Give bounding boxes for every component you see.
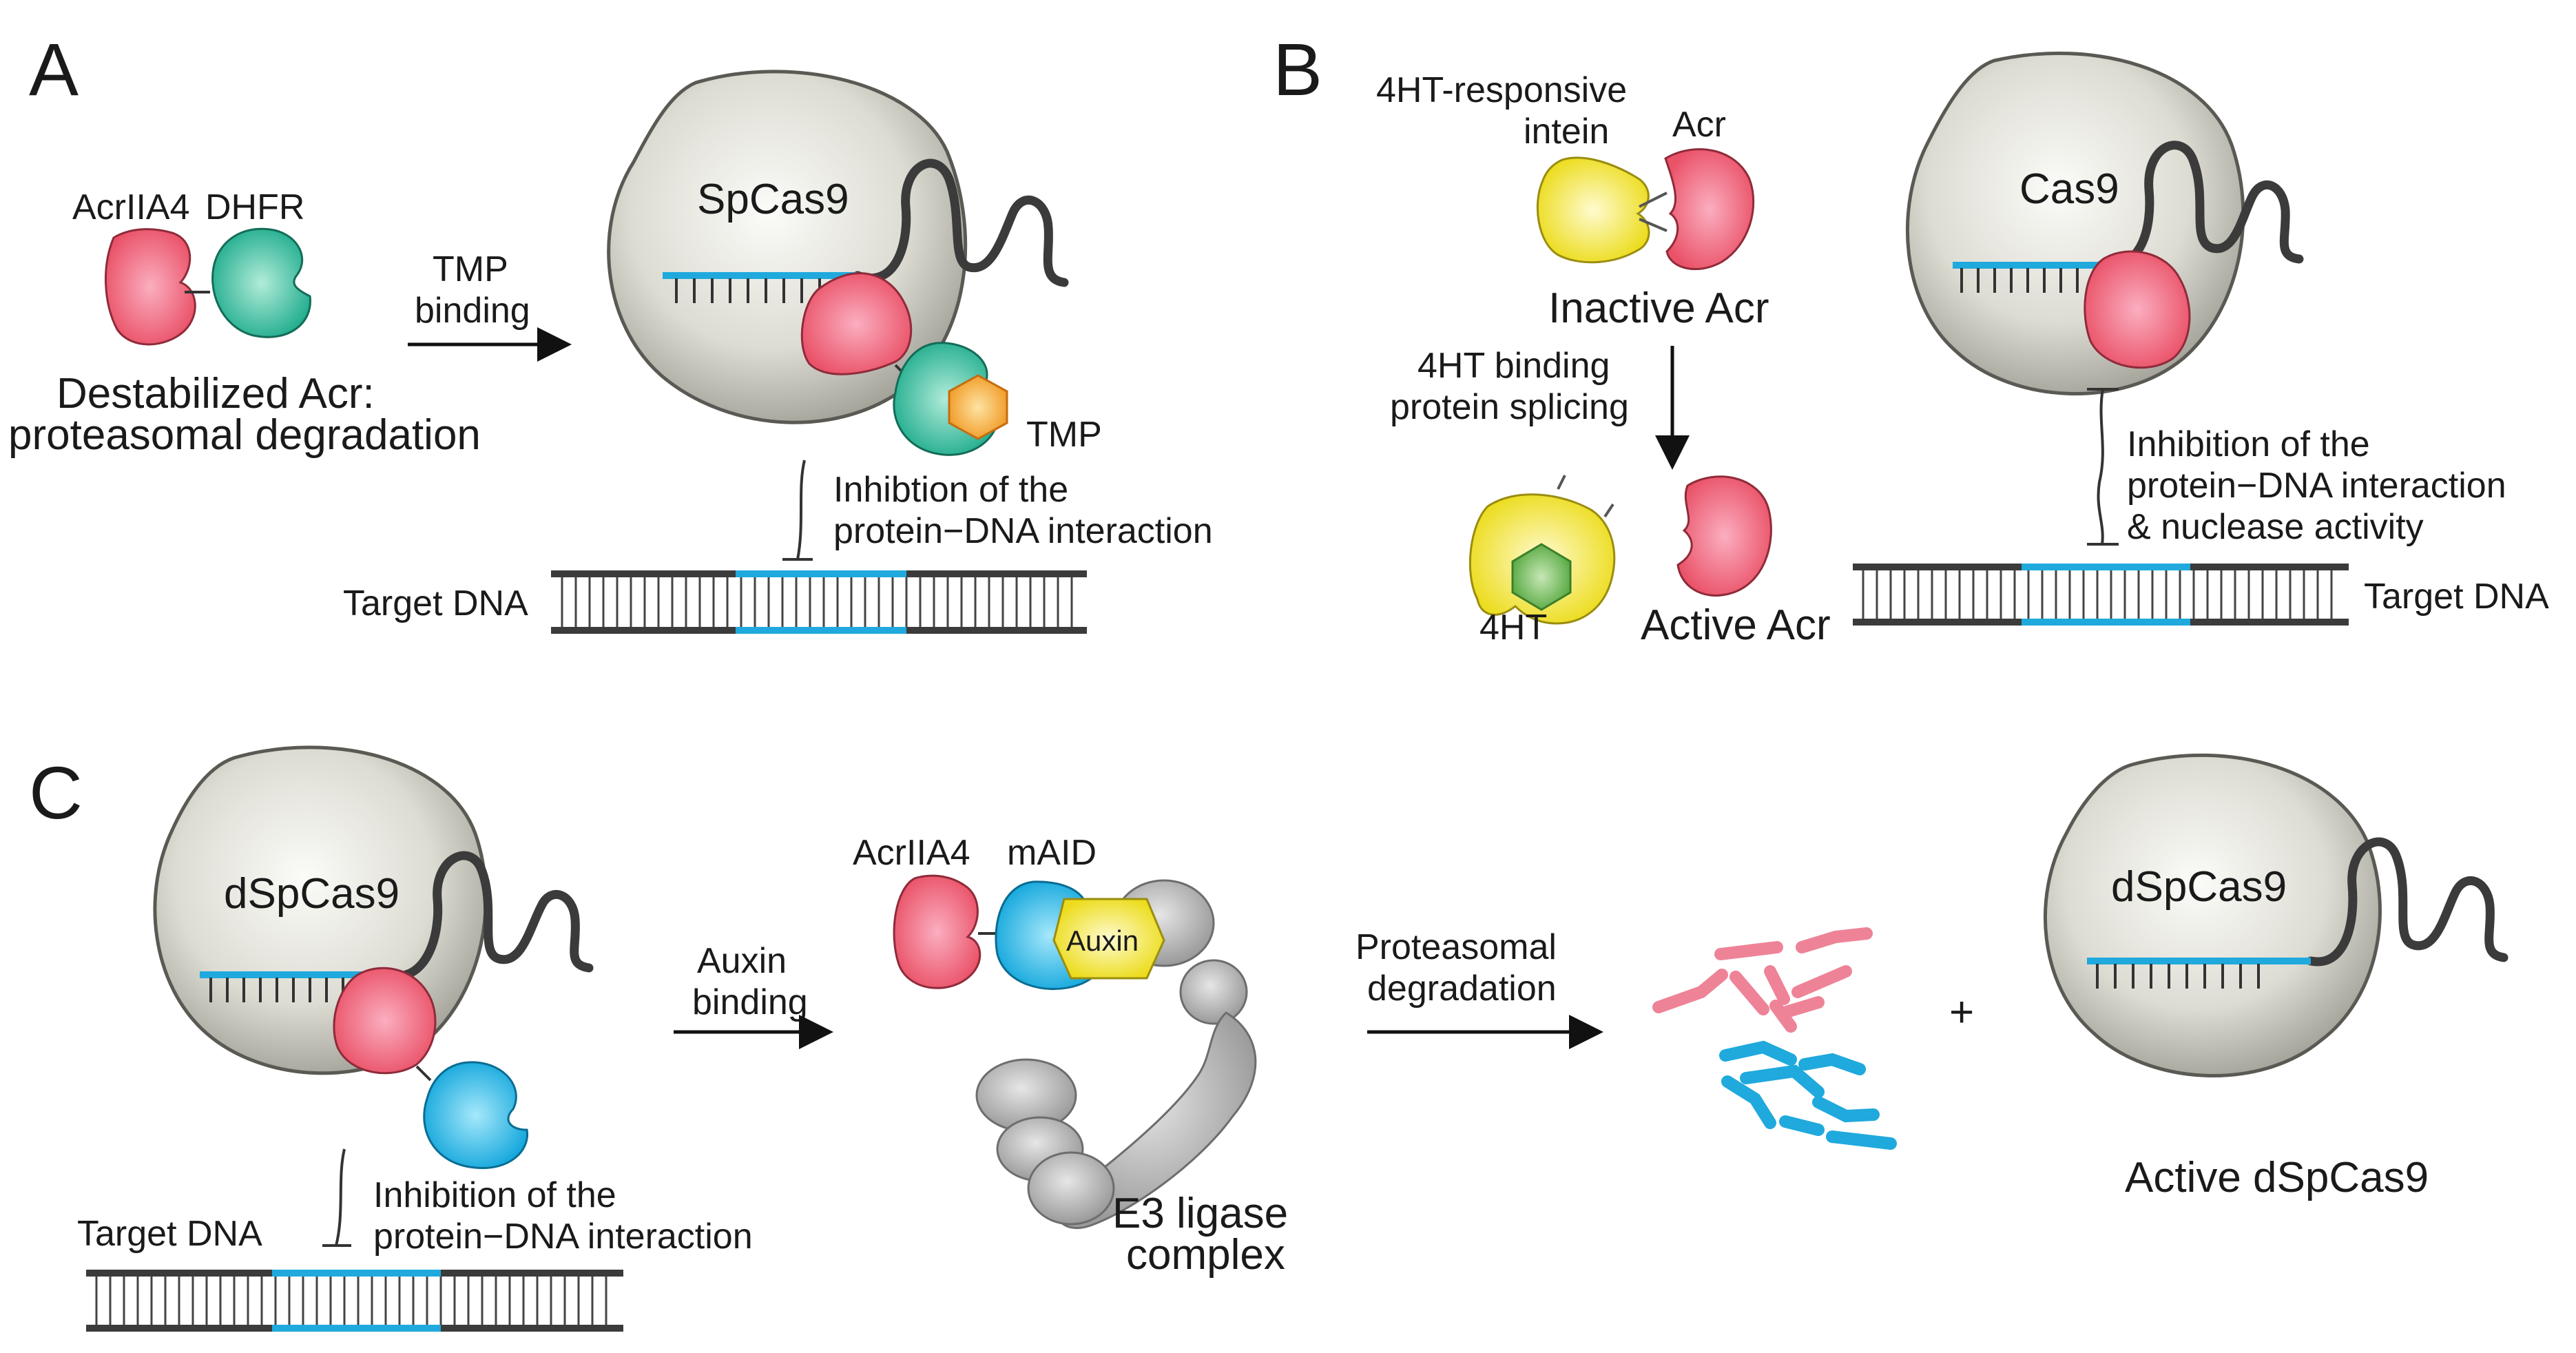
acr-protein-b (1664, 148, 1755, 271)
e3-subunit-5 (1027, 1151, 1115, 1226)
4ht-intein-complex (1468, 475, 1616, 625)
spcas9-label: SpCas9 (697, 176, 849, 223)
dspcas9-label-c: dSpCas9 (224, 870, 399, 918)
tmp-label: TMP (1026, 415, 1102, 455)
target-dna-label-a: Target DNA (343, 583, 528, 623)
cas9-label-b: Cas9 (2019, 165, 2119, 213)
dhfr-protein (211, 227, 311, 338)
auxin-binding-text-2: binding (692, 982, 808, 1022)
sgrna-tail-active (2306, 837, 2509, 967)
4ht-molecule (1511, 543, 1572, 611)
proteasomal-text-1: Proteasomal (1355, 927, 1557, 967)
dspcas9-label-active: dSpCas9 (2111, 863, 2287, 911)
active-dspcas9: dSpCas9 (2044, 753, 2509, 1077)
inactive-acr-label: Inactive Acr (1548, 285, 1769, 332)
pink-fragments (1652, 927, 1873, 1033)
target-dna-a (551, 570, 1087, 634)
sgrna-tail-c (381, 851, 594, 981)
target-dna-b (1853, 564, 2349, 626)
auxin-molecule (1052, 898, 1165, 980)
inhibition-text-b3: & nuclease activity (2127, 507, 2424, 547)
cas9-complex-b: Cas9 (1906, 52, 2304, 395)
panel-a: A AcrIIA4 DHFR Destabilized Acr: proteas… (8, 28, 1213, 634)
auxin-binding-text-1: Auxin (697, 941, 787, 981)
fusion-linker-c (415, 1065, 432, 1082)
4ht-label: 4HT (1479, 608, 1547, 648)
inhibition-bar-a (782, 459, 813, 561)
acrIIA4-protein-c (893, 874, 981, 989)
inhibition-bar-b (2087, 388, 2119, 546)
tmp-molecule (948, 374, 1008, 440)
e3-ligase-text-2: complex (1126, 1231, 1285, 1279)
acr-label-b: Acr (1672, 105, 1726, 145)
guide-ticks-active (2096, 964, 2260, 989)
active-acr-label: Active Acr (1641, 601, 1831, 649)
inhibition-text-b2: protein−DNA interaction (2127, 466, 2506, 506)
sgrna-tail-b (2096, 141, 2304, 271)
proteasomal-text-2: degradation (1367, 969, 1557, 1009)
inactive-acr-complex (1536, 148, 1755, 271)
maid-label: mAID (1007, 833, 1097, 873)
active-dspcas9-label: Active dSpCas9 (2125, 1154, 2429, 1201)
spcas9-complex: SpCas9 TMP (607, 70, 1102, 456)
inhibition-text-a2: protein−DNA interaction (833, 511, 1213, 551)
acr-bound-c (333, 967, 437, 1075)
blue-fragments (1719, 1040, 1897, 1150)
target-dna-label-b: Target DNA (2364, 577, 2549, 617)
panel-b: B 4HT-responsive intein Acr Inactive Acr… (1273, 28, 2549, 649)
cas9-body-b (1906, 52, 2245, 395)
plus-sign: + (1949, 989, 1974, 1036)
target-dna-label-c: Target DNA (77, 1214, 262, 1254)
panel-a-label: A (29, 28, 79, 111)
intein-stub (1557, 475, 1614, 518)
dspcas9-body-active (2044, 753, 2382, 1077)
panel-c-label: C (29, 751, 83, 834)
intein-text-1: 4HT-responsive (1376, 70, 1627, 110)
tmp-binding-text-1: TMP (433, 249, 508, 289)
splicing-text-1: 4HT binding (1417, 346, 1610, 386)
panel-c: C dSpCas9 Inhibition of the protein−DNA … (29, 745, 2509, 1332)
dspcas9-complex-c: dSpCas9 (153, 745, 594, 1170)
acrIIA4-label-a: AcrIIA4 (72, 187, 190, 227)
acrIIA4-label-c: AcrIIA4 (853, 833, 970, 873)
auxin-label: Auxin (1066, 925, 1139, 957)
inhibition-text-a1: Inhibtion of the (833, 470, 1068, 510)
acrIIA4-protein-a (105, 228, 196, 346)
panel-b-label: B (1273, 28, 1322, 111)
acr-bound-b (2084, 250, 2191, 369)
acr-dhfr-fusion: AcrIIA4 DHFR (72, 187, 311, 346)
destabilized-text-1: Destabilized Acr: (56, 370, 375, 417)
guide-ticks-b (1960, 268, 2079, 293)
dhfr-label: DHFR (205, 187, 304, 227)
active-acr-protein (1676, 475, 1772, 597)
splicing-text-2: protein splicing (1390, 387, 1629, 427)
maid-bound-c (423, 1061, 529, 1170)
tmp-binding-text-2: binding (415, 291, 530, 331)
inhibition-text-c1: Inhibition of the (373, 1175, 616, 1215)
e3-ligase-text-1: E3 ligase (1112, 1190, 1288, 1237)
e3-subunit-2 (1179, 959, 1248, 1025)
inhibition-text-c2: protein−DNA interaction (373, 1217, 753, 1257)
intein-linker (1639, 192, 1668, 232)
inhibition-text-b1: Inhibition of the (2127, 424, 2370, 464)
degraded-fragments (1652, 927, 1897, 1150)
destabilized-text-2: proteasomal degradation (8, 411, 481, 459)
target-dna-c (86, 1270, 623, 1332)
sgrna-tail-a (853, 158, 1069, 287)
inhibition-bar-c (322, 1148, 351, 1247)
acr-bound-a (800, 272, 913, 375)
intein-text-2: intein (1524, 112, 1609, 152)
intein-protein (1536, 156, 1650, 264)
